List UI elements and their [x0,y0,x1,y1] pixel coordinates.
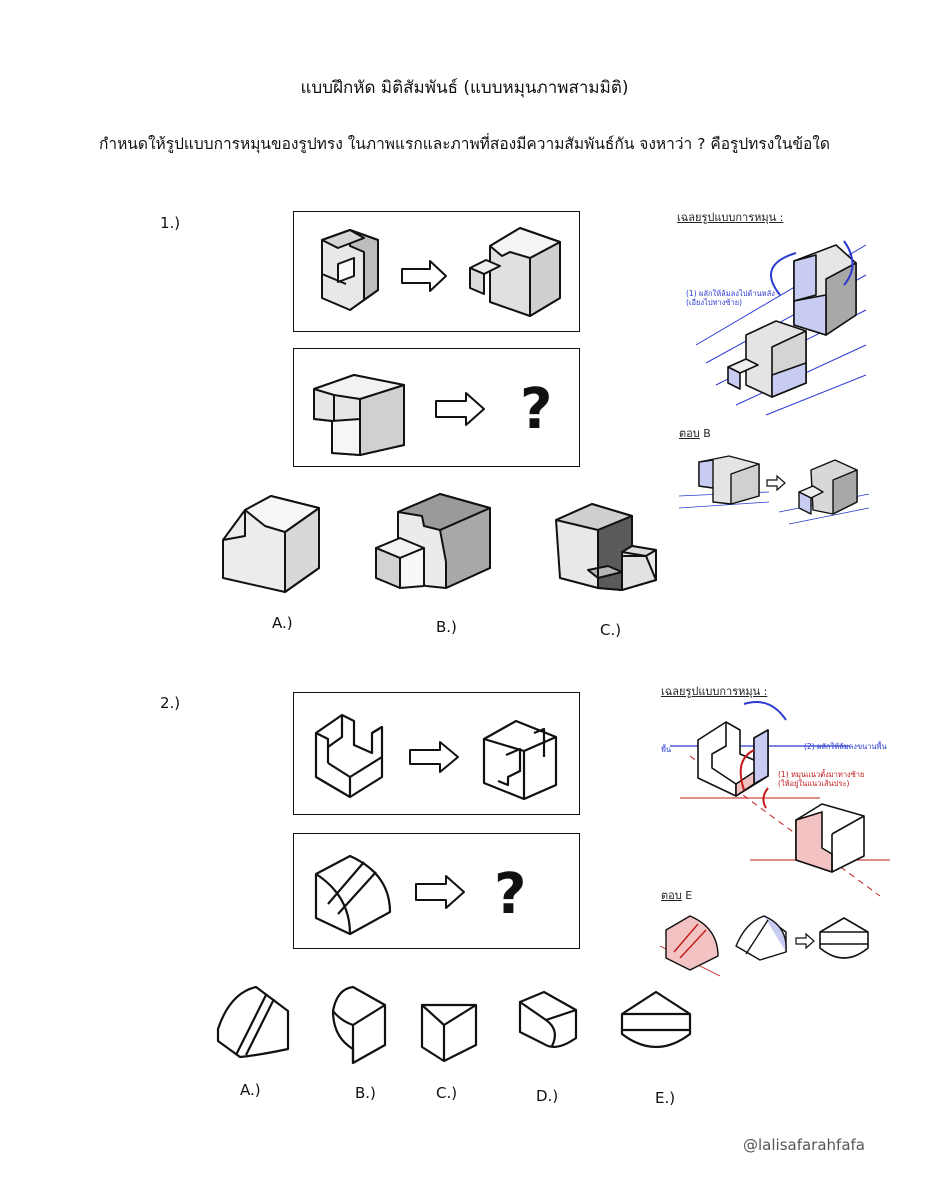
q2-option-b-label[interactable]: B.) [355,1084,376,1102]
q2-example-frame [293,692,580,815]
q1-option-b-figure [375,493,491,589]
q1-note-line-2: (เอียงไปทางซ้าย) [686,298,743,307]
q2-note-blue: (2) ผลักให้ล้มลงขนานพื้น [804,742,887,751]
q1-solution-title: เฉลยรูปแบบการหมุน : [677,211,784,224]
q1-answer-prefix: ตอบ [679,427,700,440]
arrow-right-icon [435,392,485,426]
q1-answer-diagram [678,455,870,525]
q2-answer-prefix: ตอบ [661,889,682,902]
q1-question-mark: ? [520,377,553,442]
q1-option-b-label[interactable]: B.) [436,618,457,636]
q2-question-figure [314,854,465,936]
q2-option-e-label[interactable]: E.) [655,1089,676,1107]
q2-answer: ตอบ E [661,886,692,904]
q2-note-red: (1) หมุนแนวตั้งมาทางซ้าย (ให้อยู่ในแนวเส… [778,770,864,788]
q2-example-figure [314,713,558,801]
q1-answer-value: B [703,427,711,440]
q2-question-frame: ? [293,833,580,949]
q1-option-a-figure [222,495,320,593]
instruction-text: กำหนดให้รูปแบบการหมุนของรูปทรง ในภาพแรกแ… [99,135,830,153]
q2-option-d-figure [518,990,578,1049]
q1-solution-note: (1) ผลักให้ล้มลงไปด้านหลัง (เอียงไปทางซ้… [686,289,775,307]
q2-option-a-figure [216,985,290,1059]
q1-question-frame: ? [293,348,580,467]
q2-option-c-figure [420,1003,478,1063]
q1-option-c-label[interactable]: C.) [600,621,622,639]
q2-answer-value: E [685,889,693,902]
q2-option-c-label[interactable]: C.) [436,1084,458,1102]
page-title: แบบฝึกหัด มิติสัมพันธ์ (แบบหมุนภาพสามมิต… [300,78,629,98]
q1-option-a-label[interactable]: A.) [272,614,293,632]
q2-number: 2.) [160,694,181,712]
q1-example-frame [293,211,580,332]
q2-option-b-figure [331,985,387,1065]
q2-option-e-figure [620,990,692,1048]
q2-option-a-label[interactable]: A.) [240,1081,261,1099]
q1-question-figure [313,374,485,456]
q2-floor-label: พื้น [661,745,672,754]
q1-option-c-figure [555,503,657,591]
credit-handle: @lalisafarahfafa [743,1136,865,1154]
q1-note-line-1: (1) ผลักให้ล้มลงไปด้านหลัง [686,289,775,298]
arrow-right-icon [415,875,465,909]
q1-solution-diagram [695,240,867,416]
q2-solution-diagram [670,701,890,897]
q2-answer-diagram [659,915,869,977]
arrow-right-icon [401,260,447,292]
q2-solution-title: เฉลยรูปแบบการหมุน : [661,685,768,698]
q2-note-red-line-1: (1) หมุนแนวตั้งมาทางซ้าย [778,770,865,779]
q2-note-red-line-2: (ให้อยู่ในแนวเส้นประ) [778,779,850,788]
arrow-right-icon [409,741,459,773]
q1-example-figure [321,227,561,317]
q2-question-mark: ? [494,862,527,927]
q1-answer: ตอบ B [679,424,711,442]
q1-number: 1.) [160,214,181,232]
q2-option-d-label[interactable]: D.) [536,1087,559,1105]
